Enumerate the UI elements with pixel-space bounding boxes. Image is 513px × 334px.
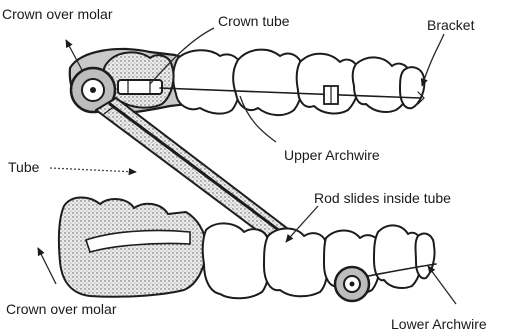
- arrow-crown-over-molar-bottom: [38, 248, 56, 284]
- label-bracket: Bracket: [427, 17, 475, 33]
- label-lower-archwire: Lower Archwire: [391, 316, 487, 332]
- label-crown-over-molar-top: Crown over molar: [2, 6, 113, 22]
- upper-tooth-1: [173, 50, 241, 113]
- label-crown-over-molar-bottom: Crown over molar: [6, 301, 117, 317]
- label-tube: Tube: [8, 159, 40, 175]
- arrow-bracket: [422, 34, 444, 86]
- lower-crown-over-molar: [59, 198, 206, 297]
- label-rod-slides: Rod slides inside tube: [314, 190, 451, 206]
- label-upper-archwire: Upper Archwire: [284, 147, 380, 163]
- crown-tube: [118, 80, 162, 94]
- lower-tooth-1: [203, 223, 270, 298]
- lower-tooth-2: [264, 229, 328, 297]
- arrow-lower-archwire: [428, 266, 456, 304]
- arrow-tube: [50, 168, 136, 172]
- label-crown-tube: Crown tube: [218, 13, 290, 29]
